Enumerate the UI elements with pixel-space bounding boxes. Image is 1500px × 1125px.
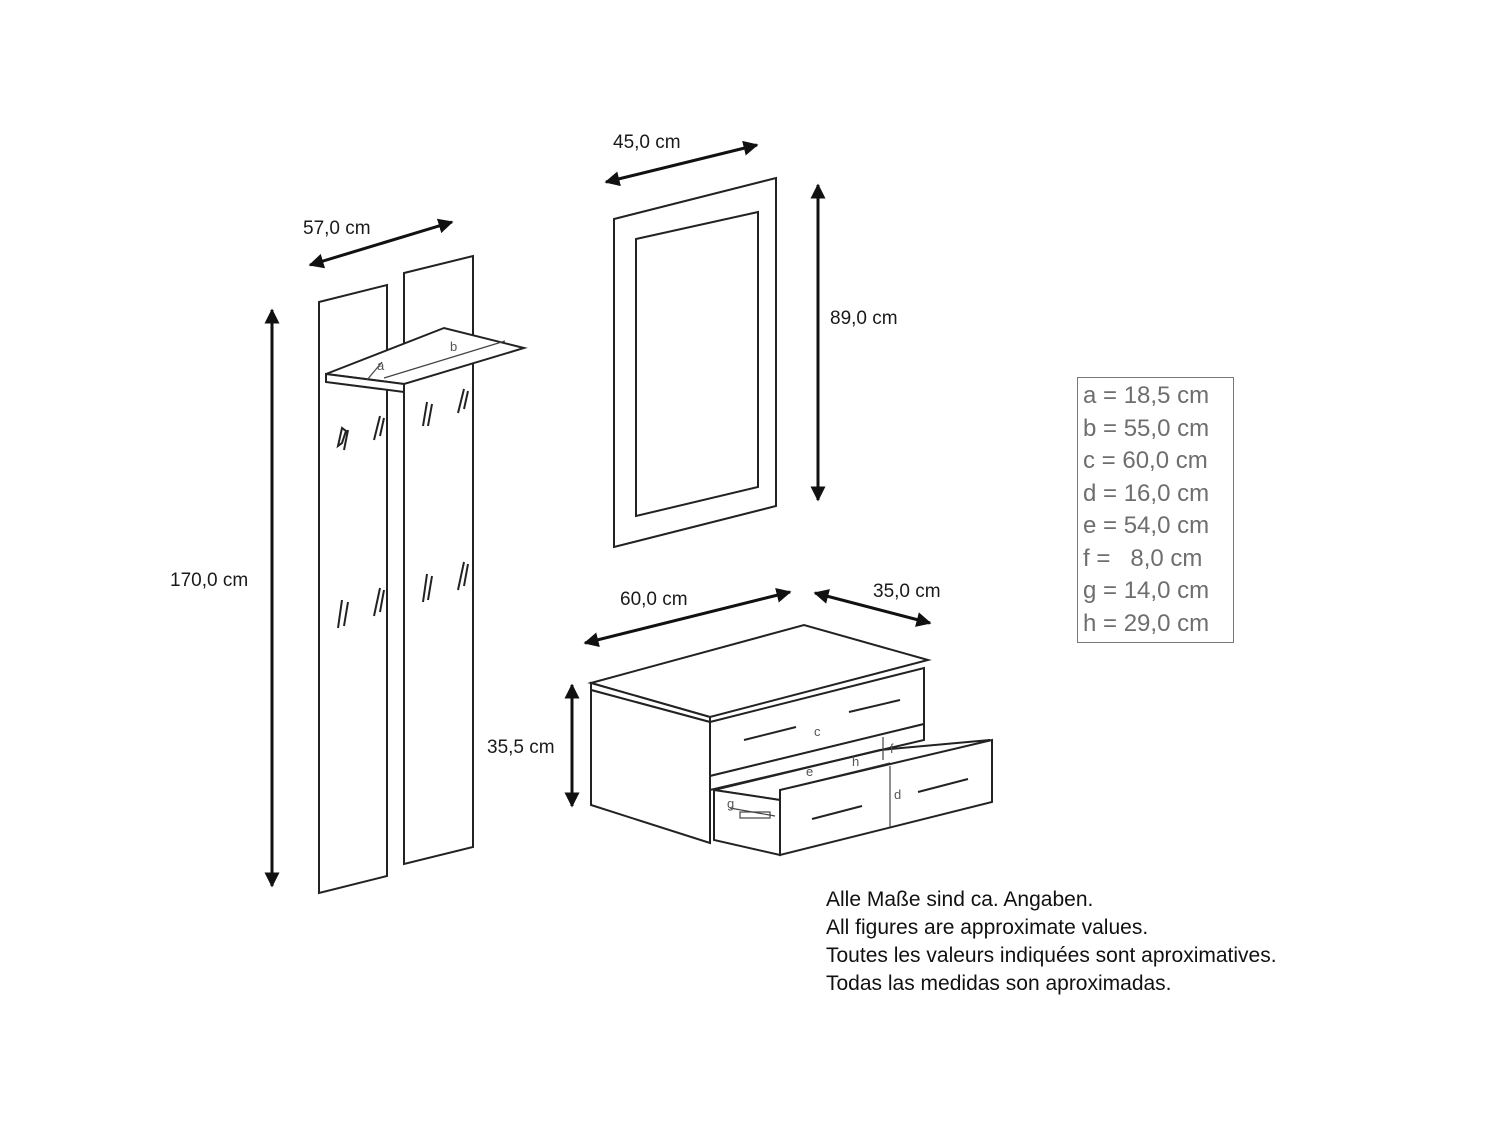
approximation-notes: Alle Maße sind ca. Angaben. All figures …: [826, 886, 1277, 998]
hook-icon: [336, 426, 349, 451]
drawer-side: [713, 788, 781, 857]
coat-hooks: [336, 388, 469, 629]
label-g: g: [727, 796, 734, 811]
cabinet: c g e h d f: [587, 623, 993, 857]
hook-icon: [373, 415, 385, 441]
cabinet-depth-label: 35,0 cm: [873, 581, 941, 602]
legend-row: g = 14,0 cm: [1083, 577, 1210, 604]
legend-row: h = 29,0 cm: [1083, 609, 1210, 637]
label-b: b: [450, 339, 457, 354]
legend-row: c = 60,0 cm: [1083, 447, 1208, 474]
mirror-width-arrow: [604, 140, 759, 187]
mirror: [613, 176, 777, 549]
hook-icon: [457, 561, 469, 591]
legend-row: b = 55,0 cm: [1083, 414, 1210, 442]
note-french: Toutes les valeurs indiquées sont aproxi…: [826, 944, 1277, 967]
mirror-width-label: 45,0 cm: [613, 132, 681, 153]
hook-icon: [422, 573, 433, 603]
note-english: All figures are approximate values.: [826, 916, 1149, 939]
cabinet-width-arrow: [583, 587, 792, 648]
hook-icon: [337, 599, 349, 629]
cabinet-height-label: 35,5 cm: [487, 737, 555, 758]
note-german: Alle Maße sind ca. Angaben.: [826, 888, 1094, 911]
legend-row: f = 8,0 cm: [1083, 544, 1203, 572]
mirror-glass: [635, 210, 759, 518]
label-a: a: [377, 358, 385, 373]
mirror-height-label: 89,0 cm: [830, 308, 898, 329]
label-h: h: [852, 754, 859, 769]
rack-width-arrow: [308, 218, 454, 269]
rack-width-label: 57,0 cm: [303, 218, 371, 239]
note-spanish: Todas las medidas son aproximadas.: [826, 972, 1172, 995]
label-c: c: [814, 724, 821, 739]
cabinet-depth-arrow: [813, 589, 932, 627]
rack-panel-left: [318, 283, 388, 895]
label-d: d: [894, 787, 901, 802]
hook-icon: [422, 401, 433, 427]
lower-drawer-front: [779, 738, 993, 857]
label-e: e: [806, 764, 813, 779]
cabinet-side: [590, 688, 711, 845]
rack-height-label: 170,0 cm: [170, 570, 248, 591]
legend-row: e = 54,0 cm: [1083, 512, 1210, 539]
coat-rack: a b: [318, 254, 528, 895]
hook-icon: [373, 587, 385, 617]
legend-row: d = 16,0 cm: [1083, 479, 1210, 507]
cabinet-width-label: 60,0 cm: [620, 589, 688, 610]
hook-icon: [457, 388, 469, 414]
label-f: f: [890, 741, 894, 756]
legend-row: a = 18,5 cm: [1083, 382, 1210, 409]
mirror-frame: [613, 176, 777, 549]
dimension-legend: a = 18,5 cm b = 55,0 cm c = 60,0 cm d = …: [1077, 377, 1234, 643]
